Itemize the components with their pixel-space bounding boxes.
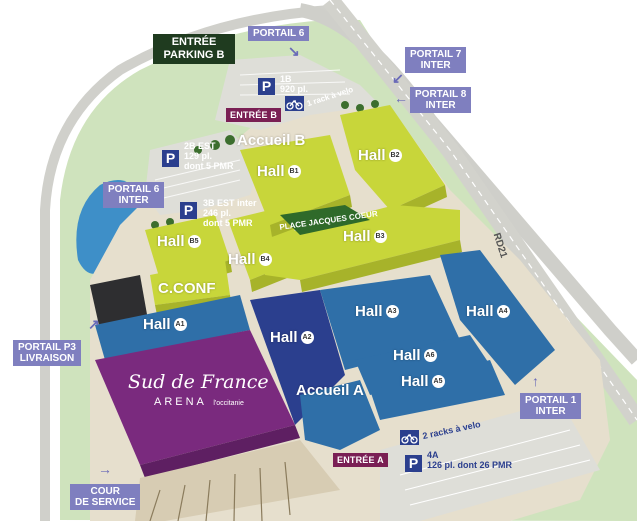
arrow-icon: ↘	[288, 43, 300, 59]
arrow-icon: →	[98, 461, 112, 477]
arrow-icon: ↗	[88, 316, 100, 332]
accueil-b-label: Accueil B	[237, 132, 306, 149]
parking-4a-icon: P	[405, 455, 422, 472]
accueil-a-label: Accueil A	[296, 382, 364, 399]
arrow-icon: ↑	[532, 373, 539, 389]
parking-2b-icon: P	[162, 150, 179, 167]
parking-4a-info: 4A 126 pl. dont 26 PMR	[427, 450, 513, 470]
arrow-icon: ↙	[392, 70, 404, 86]
c-conf-label: C.CONF	[158, 280, 216, 297]
bike-icon	[400, 430, 419, 445]
arrow-icon: ←	[394, 90, 408, 106]
parking-1b-icon: P	[258, 78, 275, 95]
portail-6-top-tag: PORTAIL 6	[248, 26, 310, 41]
bike-icon	[285, 96, 304, 111]
parking-b-entrance-label: ENTRÉE PARKING B	[153, 34, 235, 64]
arena-logo: Sud de France ARENA l'occitanie	[128, 371, 269, 408]
entree-b-tag: ENTRÉE B	[226, 108, 282, 122]
entree-a-tag: ENTRÉE A	[333, 453, 388, 467]
parking-3b-icon: P	[180, 202, 197, 219]
